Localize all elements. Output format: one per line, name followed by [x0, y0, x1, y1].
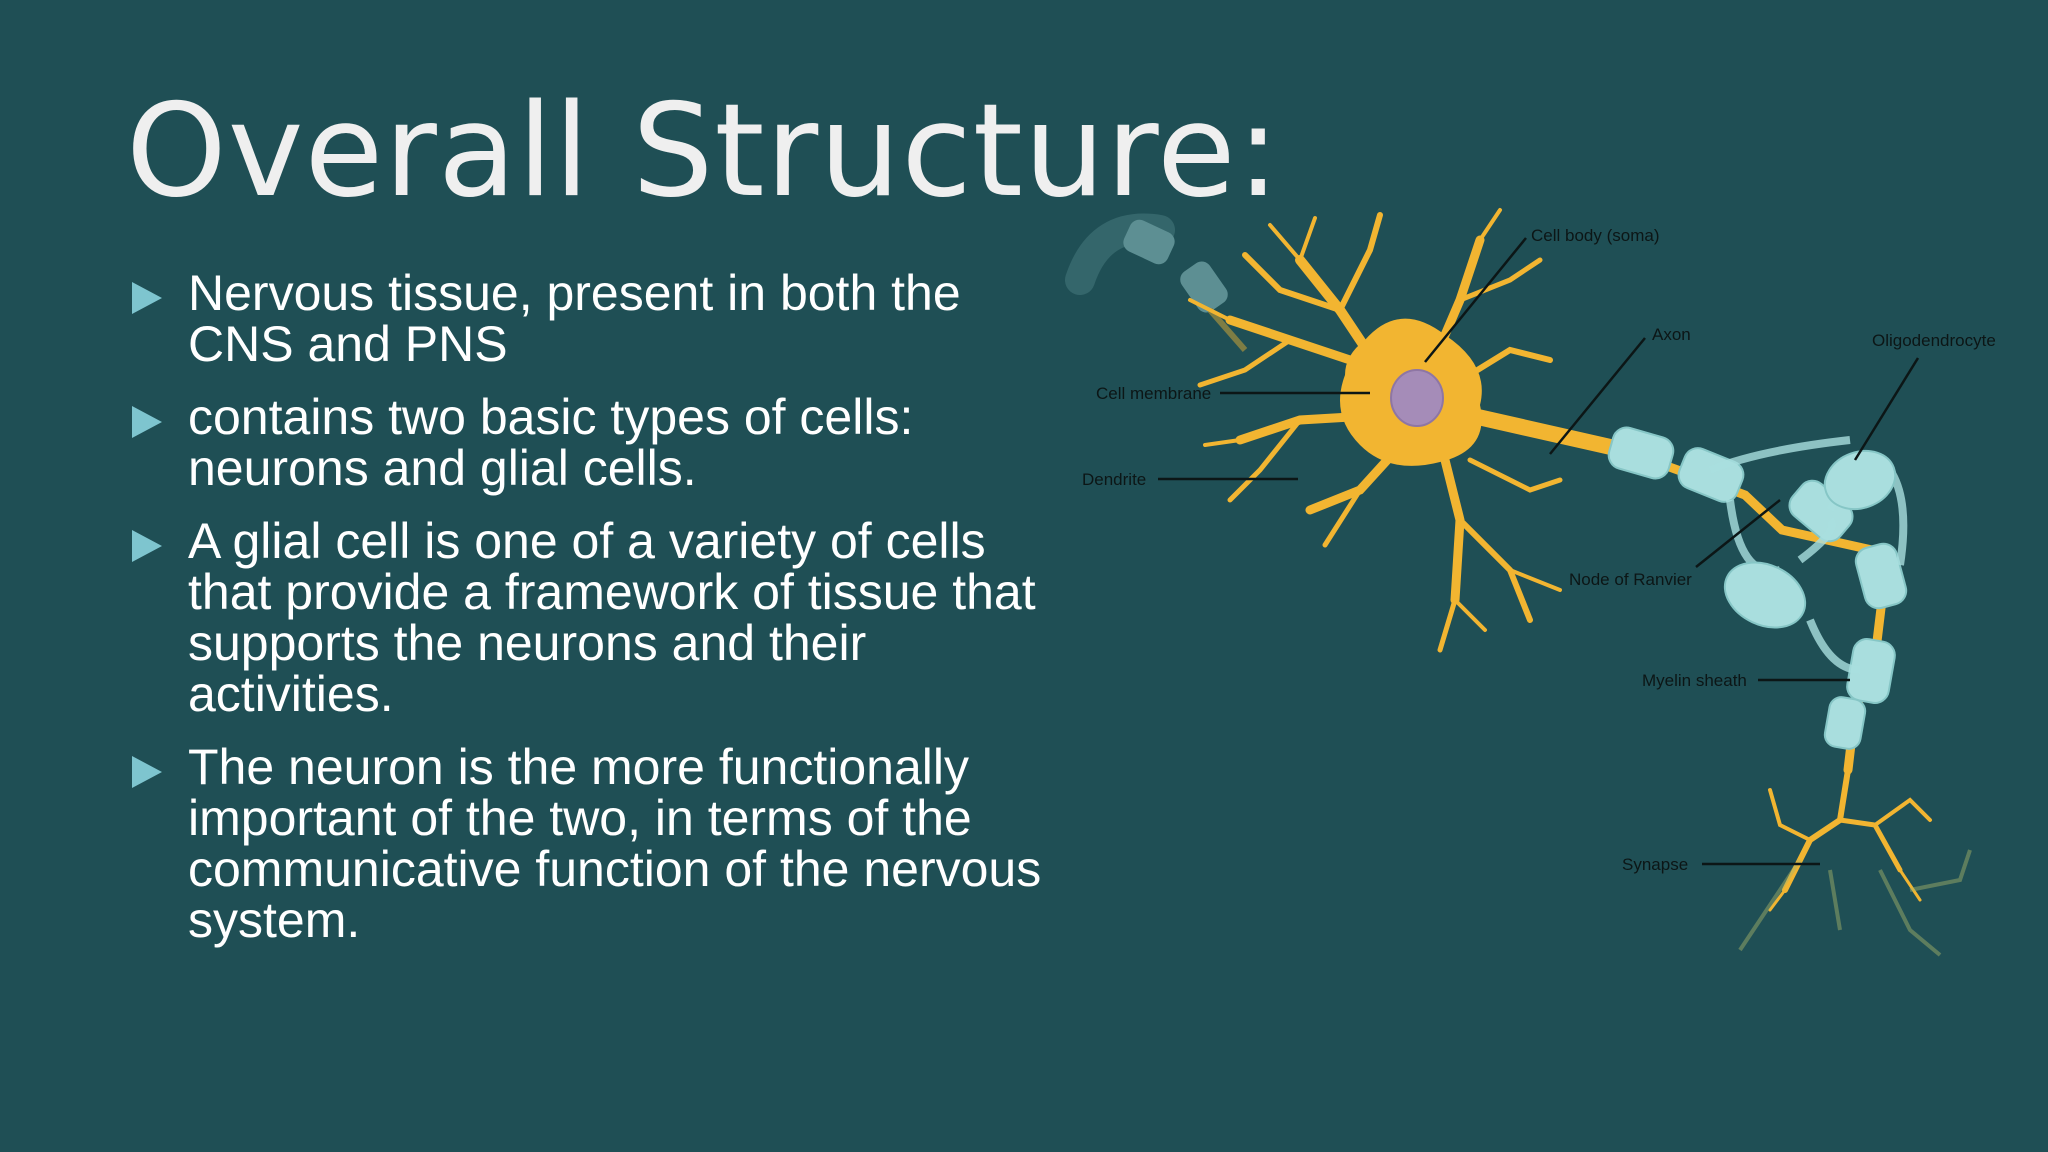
bullet-item: Nervous tissue, present in both the CNS … [132, 268, 1072, 370]
neuron-diagram: Cell body (soma) Axon Oligodendrocyte Ce… [1040, 200, 2048, 960]
label-synapse: Synapse [1622, 855, 1688, 874]
label-myelin-sheath: Myelin sheath [1642, 671, 1747, 690]
bullet-text: contains two basic types of cells: neuro… [188, 389, 914, 496]
oligodendrocytes [1708, 436, 1908, 674]
label-dendrite: Dendrite [1082, 470, 1146, 489]
myelin-segments [1607, 426, 1908, 750]
bullet-text: The neuron is the more functionally impo… [188, 739, 1042, 948]
bullet-item: The neuron is the more functionally impo… [132, 742, 1072, 946]
bullet-item: A glial cell is one of a variety of cell… [132, 516, 1072, 720]
triangle-right-icon [132, 282, 162, 314]
slide-title: Overall Structure: [126, 77, 1281, 226]
bullet-text: A glial cell is one of a variety of cell… [188, 513, 1036, 722]
neuron-illustration: Cell body (soma) Axon Oligodendrocyte Ce… [1065, 208, 1996, 957]
label-pointers [1158, 237, 1920, 866]
bullet-text: Nervous tissue, present in both the CNS … [188, 265, 961, 372]
label-axon: Axon [1652, 325, 1691, 344]
label-oligodendrocyte: Oligodendrocyte [1872, 331, 1996, 350]
label-cell-membrane: Cell membrane [1096, 384, 1211, 403]
triangle-right-icon [132, 530, 162, 562]
label-cell-body: Cell body (soma) [1531, 226, 1660, 245]
nucleus [1390, 369, 1444, 427]
faded-neighbor-axon [1065, 213, 1248, 352]
triangle-right-icon [132, 756, 162, 788]
triangle-right-icon [132, 406, 162, 438]
faded-terminal-branches [1738, 849, 1972, 957]
label-node-of-ranvier: Node of Ranvier [1569, 570, 1692, 589]
bullet-list: Nervous tissue, present in both the CNS … [132, 268, 1072, 968]
bullet-item: contains two basic types of cells: neuro… [132, 392, 1072, 494]
axon-terminals [1768, 767, 1932, 912]
